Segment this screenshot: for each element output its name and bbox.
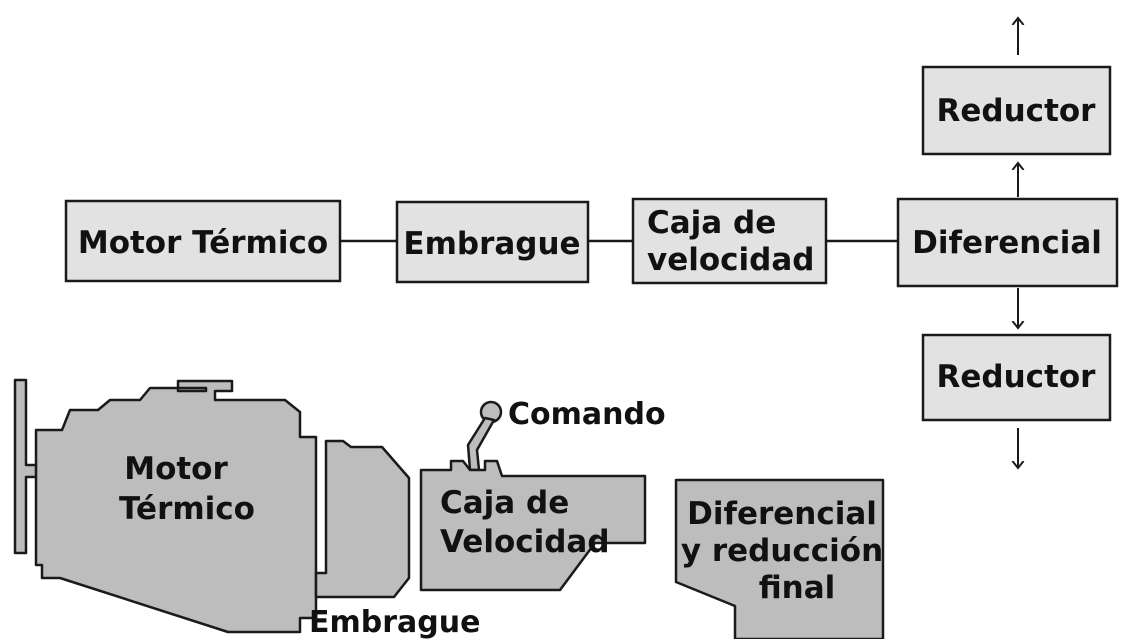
motor-part-label-line2: Térmico — [119, 491, 255, 527]
comando-lever — [466, 400, 503, 472]
diferencial-part-label-line3: final — [759, 570, 836, 606]
caja-part-label-line2: Velocidad — [440, 524, 610, 560]
block-diagram: Motor Térmico Embrague Caja de velocidad… — [64, 18, 1119, 468]
box-embrague-label: Embrague — [403, 226, 580, 262]
caja-de-velocidad-part — [419, 459, 647, 592]
box-caja-label-line1: Caja de — [647, 205, 776, 241]
comando-label: Comando — [508, 397, 666, 432]
embrague-part-label: Embrague — [309, 605, 480, 639]
box-embrague: Embrague — [395, 200, 590, 284]
box-diferencial: Diferencial — [896, 197, 1119, 288]
diferencial-part-label-line2: y reducción — [681, 533, 883, 569]
diferencial-part-label-line1: Diferencial — [687, 496, 877, 532]
motor-termico-part — [34, 379, 318, 634]
motor-part-label-line1: Motor — [124, 451, 228, 487]
box-reductor-top: Reductor — [921, 65, 1112, 156]
diferencial-part — [674, 478, 885, 639]
box-reductor-top-label: Reductor — [937, 93, 1097, 129]
powertrain-illustration: Motor Térmico Embrague Comando Caja de V… — [13, 378, 885, 639]
embrague-part — [314, 439, 411, 599]
box-motor-termico-label: Motor Térmico — [78, 225, 328, 261]
box-caja-de-velocidad: Caja de velocidad — [631, 197, 828, 285]
box-diferencial-label: Diferencial — [912, 225, 1102, 261]
box-reductor-bottom: Reductor — [921, 333, 1112, 422]
box-caja-label-line2: velocidad — [647, 242, 814, 278]
caja-part-label-line1: Caja de — [440, 485, 569, 521]
box-motor-termico: Motor Térmico — [64, 199, 342, 283]
box-reductor-bottom-label: Reductor — [937, 359, 1097, 395]
